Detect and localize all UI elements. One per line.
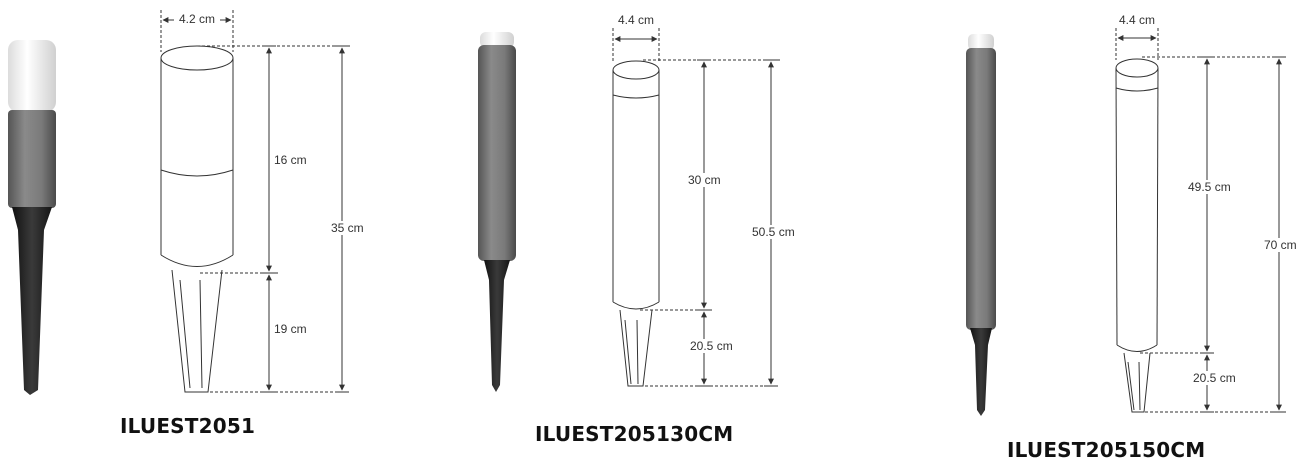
width-label-1: 4.2 cm [179,12,215,26]
product-1: 4.2 cm 16 cm 19 cm 35 cm [8,10,373,395]
dimensions-3 [1115,28,1286,413]
product-code-2: ILUEST205130CM [535,422,734,446]
width-label-2: 4.4 cm [618,13,654,27]
bottom-height-label-2: 20.5 cm [690,339,733,353]
lamp-photo-2 [478,32,516,392]
product-2: 4.4 cm 30 cm 20.5 cm 50.5 cm [478,13,804,392]
product-code-1: ILUEST2051 [120,414,256,438]
lamp-drawing-3 [1115,58,1159,413]
top-height-label-3: 49.5 cm [1188,180,1231,194]
product-code-3: ILUEST205150CM [1007,438,1206,462]
width-label-3: 4.4 cm [1119,13,1155,27]
top-height-label-1: 16 cm [274,153,307,167]
bottom-height-label-1: 19 cm [274,322,307,336]
total-height-label-1: 35 cm [331,221,364,235]
bottom-height-label-3: 20.5 cm [1193,371,1236,385]
total-height-label-2: 50.5 cm [752,225,795,239]
top-height-label-2: 30 cm [688,173,721,187]
dimensions-2 [612,28,780,387]
lamp-photo-1 [8,40,56,395]
lamp-photo-3 [966,34,996,416]
dimensions-1 [160,10,350,393]
lamp-drawing-1 [160,45,234,393]
total-height-label-3: 70 cm [1264,238,1297,252]
product-3: 4.4 cm 49.5 cm 20.5 cm 70 cm [966,13,1304,416]
lamp-drawing-2 [612,60,660,387]
